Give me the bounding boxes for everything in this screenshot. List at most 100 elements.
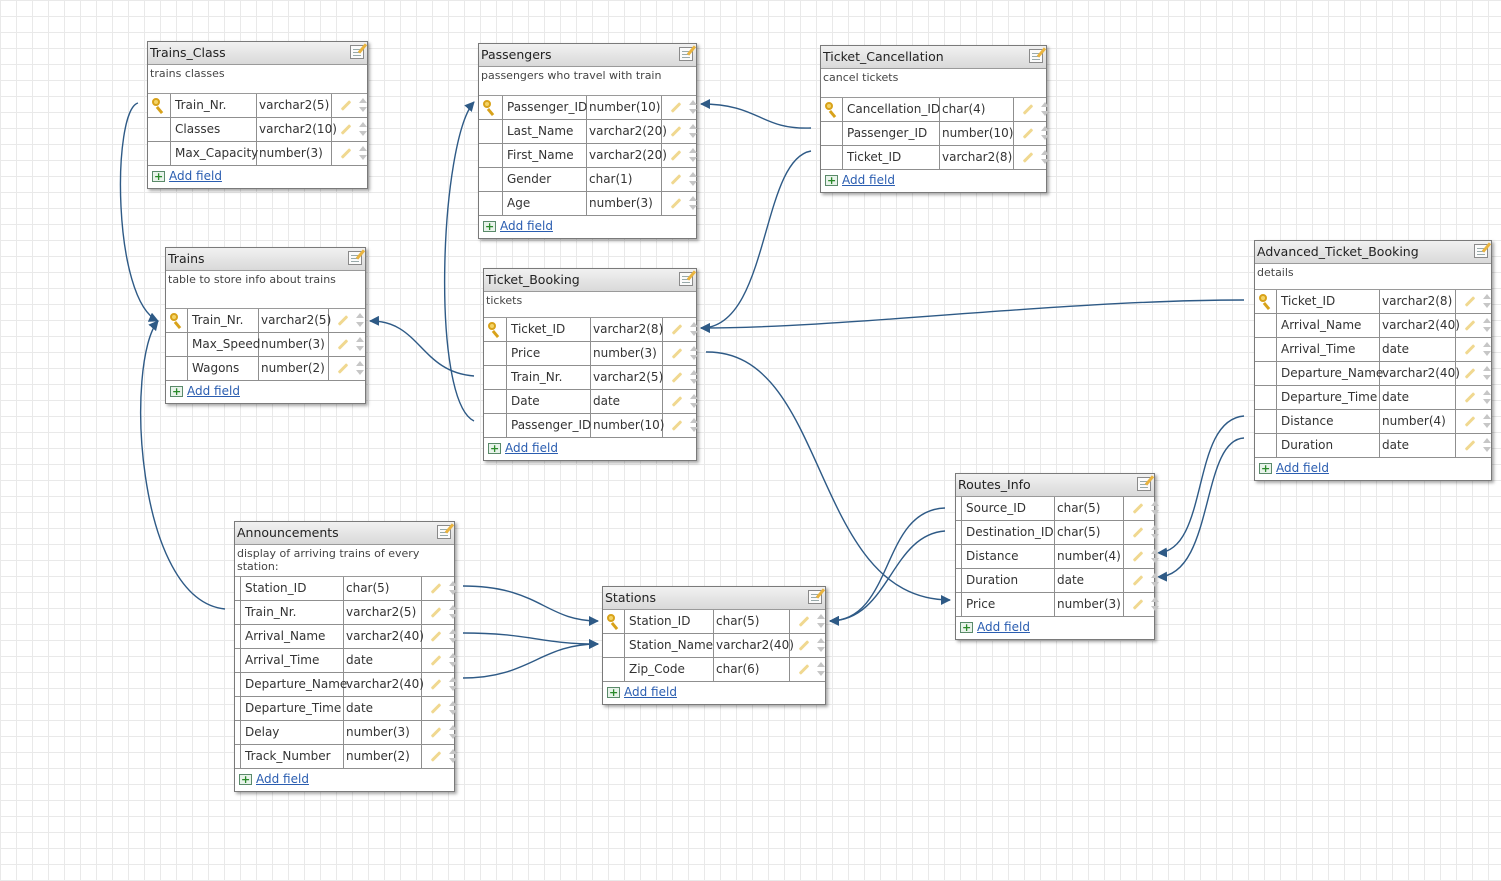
- reorder-arrows-icon[interactable]: [689, 148, 697, 162]
- add-field-link[interactable]: Add field: [842, 173, 895, 187]
- reorder-arrows-icon[interactable]: [1151, 501, 1159, 515]
- reorder-arrows-icon[interactable]: [1151, 549, 1159, 563]
- edit-field-icon[interactable]: [1464, 296, 1476, 307]
- edit-table-icon[interactable]: [348, 251, 362, 265]
- add-field-link[interactable]: Add field: [256, 772, 309, 786]
- reorder-arrows-icon[interactable]: [1041, 126, 1049, 140]
- table-title[interactable]: Ticket_Cancellation: [821, 46, 1046, 69]
- field-row[interactable]: Train_Nr.varchar2(5): [235, 601, 457, 625]
- field-row[interactable]: Train_Nr.varchar2(5): [484, 366, 698, 390]
- reorder-arrows-icon[interactable]: [689, 100, 697, 114]
- add-field-link[interactable]: Add field: [169, 169, 222, 183]
- edit-field-icon[interactable]: [670, 126, 682, 137]
- add-field-link[interactable]: Add field: [187, 384, 240, 398]
- edit-field-icon[interactable]: [430, 703, 442, 714]
- add-field-icon[interactable]: [960, 618, 973, 638]
- edit-field-icon[interactable]: [337, 339, 349, 350]
- reorder-arrows-icon[interactable]: [1041, 150, 1049, 164]
- edit-field-icon[interactable]: [430, 727, 442, 738]
- reorder-arrows-icon[interactable]: [690, 322, 698, 336]
- reorder-arrows-icon[interactable]: [1483, 318, 1491, 332]
- field-row[interactable]: Train_Nr.varchar2(5): [148, 94, 367, 118]
- edit-field-icon[interactable]: [798, 640, 810, 651]
- edit-table-icon[interactable]: [1029, 49, 1043, 63]
- reorder-arrows-icon[interactable]: [449, 581, 457, 595]
- edit-field-icon[interactable]: [430, 583, 442, 594]
- table-announcements[interactable]: Announcements display of arriving trains…: [234, 521, 457, 792]
- reorder-arrows-icon[interactable]: [449, 605, 457, 619]
- edit-field-icon[interactable]: [1022, 152, 1034, 163]
- table-title[interactable]: Passengers: [479, 44, 696, 67]
- edit-table-icon[interactable]: [679, 47, 693, 61]
- add-field-link[interactable]: Add field: [624, 685, 677, 699]
- table-title[interactable]: Ticket_Booking: [484, 269, 696, 292]
- edit-table-icon[interactable]: [1137, 477, 1151, 491]
- edit-table-icon[interactable]: [1474, 244, 1488, 258]
- field-row[interactable]: Train_Nr.varchar2(5): [166, 309, 365, 333]
- reorder-arrows-icon[interactable]: [1151, 597, 1159, 611]
- edit-field-icon[interactable]: [1022, 104, 1034, 115]
- reorder-arrows-icon[interactable]: [359, 122, 367, 136]
- add-field-link[interactable]: Add field: [505, 441, 558, 455]
- reorder-arrows-icon[interactable]: [356, 313, 364, 327]
- edit-field-icon[interactable]: [1464, 344, 1476, 355]
- edit-field-icon[interactable]: [1132, 575, 1144, 586]
- reorder-arrows-icon[interactable]: [356, 361, 364, 375]
- reorder-arrows-icon[interactable]: [1483, 342, 1491, 356]
- reorder-arrows-icon[interactable]: [690, 394, 698, 408]
- edit-field-icon[interactable]: [430, 631, 442, 642]
- edit-field-icon[interactable]: [671, 324, 683, 335]
- add-field-icon[interactable]: [170, 382, 183, 402]
- table-title[interactable]: Stations: [603, 587, 825, 610]
- table-passengers[interactable]: Passengers passengers who travel with tr…: [478, 43, 697, 239]
- reorder-arrows-icon[interactable]: [449, 653, 457, 667]
- edit-field-icon[interactable]: [1464, 416, 1476, 427]
- edit-table-icon[interactable]: [350, 45, 364, 59]
- table-title[interactable]: Trains: [166, 248, 365, 271]
- edit-field-icon[interactable]: [340, 148, 352, 159]
- reorder-arrows-icon[interactable]: [690, 370, 698, 384]
- add-field-icon[interactable]: [1259, 459, 1272, 479]
- edit-field-icon[interactable]: [430, 607, 442, 618]
- edit-field-icon[interactable]: [337, 363, 349, 374]
- reorder-arrows-icon[interactable]: [1483, 438, 1491, 452]
- edit-field-icon[interactable]: [798, 616, 810, 627]
- edit-field-icon[interactable]: [1132, 527, 1144, 538]
- reorder-arrows-icon[interactable]: [689, 124, 697, 138]
- reorder-arrows-icon[interactable]: [449, 677, 457, 691]
- reorder-arrows-icon[interactable]: [817, 662, 825, 676]
- edit-field-icon[interactable]: [1464, 392, 1476, 403]
- edit-field-icon[interactable]: [1132, 551, 1144, 562]
- reorder-arrows-icon[interactable]: [356, 337, 364, 351]
- table-trains[interactable]: Trains table to store info about trains …: [165, 247, 366, 404]
- add-field-icon[interactable]: [239, 770, 252, 790]
- add-field-link[interactable]: Add field: [977, 620, 1030, 634]
- edit-field-icon[interactable]: [430, 679, 442, 690]
